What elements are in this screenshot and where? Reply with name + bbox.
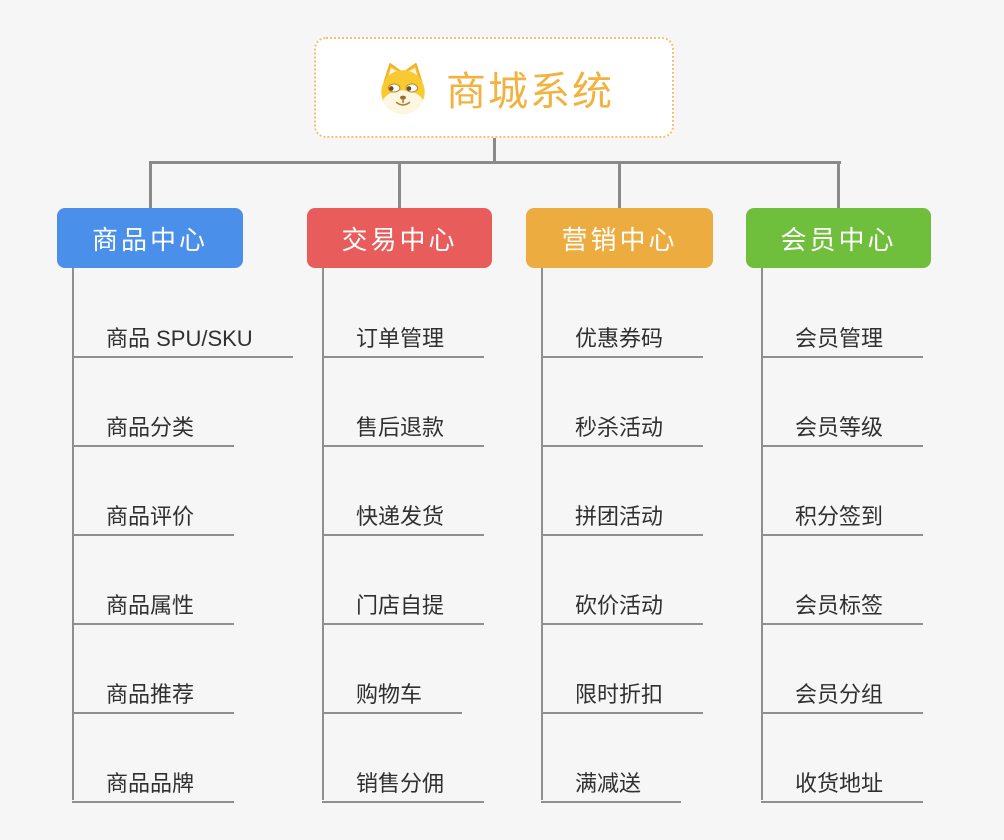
child-item-label: 限时折扣 xyxy=(575,681,664,707)
child-item-label: 商品分类 xyxy=(106,414,195,440)
child-item-label: 收货地址 xyxy=(795,770,884,796)
child-item[interactable]: 售后退款 xyxy=(322,405,485,447)
branch-label: 营销中心 xyxy=(561,224,678,255)
branch-node-3[interactable]: 营销中心 xyxy=(526,208,713,268)
child-item[interactable]: 收货地址 xyxy=(761,761,924,803)
child-item[interactable]: 商品评价 xyxy=(72,494,235,536)
child-item-label: 商品评价 xyxy=(106,503,195,529)
child-item[interactable]: 商品品牌 xyxy=(72,761,235,803)
child-item[interactable]: 砍价活动 xyxy=(541,583,704,625)
child-item-label: 会员标签 xyxy=(795,592,884,618)
child-item-label: 拼团活动 xyxy=(575,503,664,529)
child-item[interactable]: 限时折扣 xyxy=(541,672,704,714)
root-title: 商城系统 xyxy=(446,69,614,114)
branch-node-1[interactable]: 商品中心 xyxy=(57,208,243,268)
child-item[interactable]: 订单管理 xyxy=(322,316,485,358)
branch-label: 商品中心 xyxy=(91,224,208,255)
child-item-label: 会员管理 xyxy=(795,325,884,351)
child-item[interactable]: 销售分佣 xyxy=(322,761,485,803)
child-item[interactable]: 快递发货 xyxy=(322,494,485,536)
branch-node-4[interactable]: 会员中心 xyxy=(746,208,931,268)
branch-drop-line xyxy=(837,161,840,208)
dog-face-icon xyxy=(381,62,425,114)
child-item-label: 商品品牌 xyxy=(106,770,195,796)
child-item[interactable]: 积分签到 xyxy=(761,494,924,536)
bus-connector-line xyxy=(149,161,841,164)
child-item[interactable]: 商品 SPU/SKU xyxy=(72,316,293,358)
child-item-label: 商品属性 xyxy=(106,592,195,618)
child-item-label: 满减送 xyxy=(575,770,642,796)
branch-label: 交易中心 xyxy=(341,224,458,255)
child-item-label: 优惠券码 xyxy=(575,325,664,351)
child-item[interactable]: 秒杀活动 xyxy=(541,405,704,447)
child-item-label: 商品 SPU/SKU xyxy=(106,325,253,351)
child-item[interactable]: 满减送 xyxy=(541,761,682,803)
child-item-label: 快递发货 xyxy=(356,503,445,529)
child-item-label: 会员等级 xyxy=(795,414,884,440)
branch-drop-line xyxy=(618,161,621,208)
root-node[interactable]: 商城系统 xyxy=(314,37,674,138)
child-item-label: 售后退款 xyxy=(356,414,445,440)
child-item[interactable]: 门店自提 xyxy=(322,583,485,625)
child-item[interactable]: 会员管理 xyxy=(761,316,924,358)
child-item[interactable]: 购物车 xyxy=(322,672,463,714)
child-item-label: 销售分佣 xyxy=(356,770,445,796)
child-item-label: 订单管理 xyxy=(356,325,445,351)
child-item-label: 门店自提 xyxy=(356,592,445,618)
child-item[interactable]: 商品分类 xyxy=(72,405,235,447)
child-item[interactable]: 商品属性 xyxy=(72,583,235,625)
branch-label: 会员中心 xyxy=(780,224,897,255)
branch-drop-line xyxy=(149,161,152,208)
child-item-label: 会员分组 xyxy=(795,681,884,707)
child-item[interactable]: 拼团活动 xyxy=(541,494,704,536)
branch-node-2[interactable]: 交易中心 xyxy=(307,208,492,268)
child-item-label: 商品推荐 xyxy=(106,681,195,707)
child-item[interactable]: 商品推荐 xyxy=(72,672,235,714)
child-item-label: 购物车 xyxy=(356,681,423,707)
child-item[interactable]: 会员等级 xyxy=(761,405,924,447)
child-item[interactable]: 会员标签 xyxy=(761,583,924,625)
branch-drop-line xyxy=(398,161,401,208)
child-item-label: 砍价活动 xyxy=(575,592,664,618)
child-item[interactable]: 会员分组 xyxy=(761,672,924,714)
child-item-label: 积分签到 xyxy=(795,503,884,529)
root-connector-line xyxy=(493,138,496,164)
child-item-label: 秒杀活动 xyxy=(575,414,664,440)
child-item[interactable]: 优惠券码 xyxy=(541,316,704,358)
